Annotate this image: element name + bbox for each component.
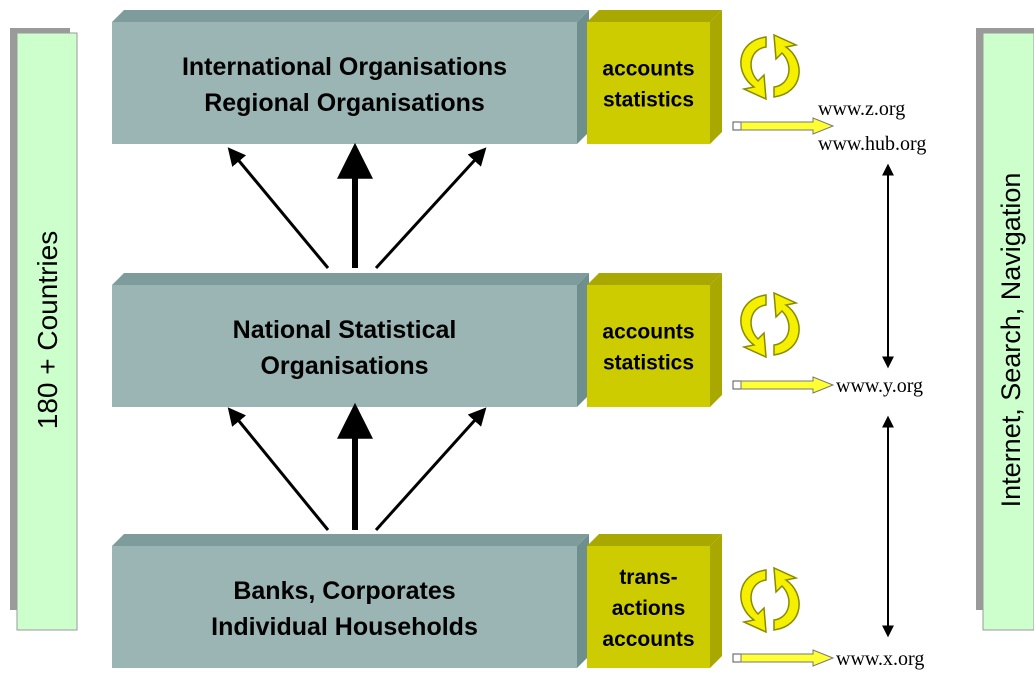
entity-box-side bbox=[577, 10, 589, 144]
left-panel-face bbox=[16, 32, 78, 631]
url-label: www.y.org bbox=[836, 375, 923, 397]
entity-label-line: Banks, Corporates bbox=[233, 577, 455, 605]
arrow-up-right-lower bbox=[374, 407, 487, 532]
cycle-arrow-left bbox=[740, 569, 767, 634]
data-box bbox=[587, 22, 710, 144]
data-box-side bbox=[710, 10, 722, 144]
entity-box bbox=[112, 285, 577, 407]
url-label: www.hub.org bbox=[818, 133, 926, 155]
entity-box-top bbox=[112, 10, 589, 22]
left-side-panel: 180 + Countries bbox=[10, 28, 78, 631]
cycle-arrow-right bbox=[773, 291, 800, 356]
data-box-top bbox=[587, 10, 722, 22]
right-panel-label: Internet, Search, Navigation bbox=[996, 173, 1026, 508]
arrow-up-left-lower bbox=[227, 407, 330, 531]
data-box-side bbox=[710, 534, 722, 668]
pointer-shaft bbox=[740, 117, 835, 135]
arrow-up-right-upper bbox=[374, 147, 487, 270]
right-panel-face bbox=[982, 32, 1034, 631]
data-label-line: statistics bbox=[603, 89, 694, 112]
refresh-cycle-icon bbox=[740, 291, 800, 359]
yellow-pencil-arrow-icon bbox=[732, 376, 835, 394]
data-box-top bbox=[587, 534, 722, 546]
pointer-eraser bbox=[732, 121, 742, 131]
data-box-side bbox=[710, 273, 722, 407]
data-box bbox=[587, 546, 710, 668]
refresh-cycle-icon bbox=[740, 566, 800, 634]
entity-box bbox=[112, 546, 577, 668]
entity-label-line: Individual Households bbox=[211, 613, 478, 641]
pointer-eraser bbox=[732, 653, 742, 663]
pointer-shaft bbox=[740, 376, 835, 394]
data-label-line: trans- bbox=[619, 566, 677, 589]
entity-label-line: Organisations bbox=[260, 352, 428, 380]
upward-arrows-upper bbox=[227, 142, 487, 270]
entity-box-side bbox=[577, 273, 589, 407]
data-label-line: accounts bbox=[602, 58, 694, 81]
right-side-panel: Internet, Search, Navigation bbox=[976, 28, 1034, 631]
data-label-line: accounts bbox=[602, 321, 694, 344]
upward-arrows-lower bbox=[227, 402, 487, 532]
cycle-arrow-left bbox=[740, 294, 767, 359]
data-label-line: actions bbox=[612, 597, 686, 620]
data-box-top bbox=[587, 273, 722, 285]
entity-box-side bbox=[577, 534, 589, 668]
data-box bbox=[587, 285, 710, 407]
entity-label-line: National Statistical bbox=[233, 316, 457, 344]
entity-label-line: International Organisations bbox=[182, 53, 507, 81]
entity-box-top bbox=[112, 534, 589, 546]
refresh-cycle-icon bbox=[740, 33, 800, 101]
url-label: www.z.org bbox=[818, 98, 905, 120]
entity-label-line: Regional Organisations bbox=[204, 89, 485, 117]
yellow-pencil-arrow-icon bbox=[732, 649, 835, 667]
cycle-arrow-left bbox=[740, 36, 767, 101]
arrow-up-left-upper bbox=[227, 147, 330, 269]
cycle-arrow-right bbox=[773, 566, 800, 631]
pointer-eraser bbox=[732, 380, 742, 390]
entity-box-top bbox=[112, 273, 589, 285]
yellow-pencil-arrow-icon bbox=[732, 117, 835, 135]
data-label-line: statistics bbox=[603, 352, 694, 375]
left-panel-label: 180 + Countries bbox=[32, 231, 63, 429]
cycle-arrow-right bbox=[773, 33, 800, 98]
entity-box bbox=[112, 22, 577, 144]
pointer-shaft bbox=[740, 649, 835, 667]
url-label: www.x.org bbox=[836, 648, 924, 670]
data-label-line: accounts bbox=[602, 628, 694, 651]
